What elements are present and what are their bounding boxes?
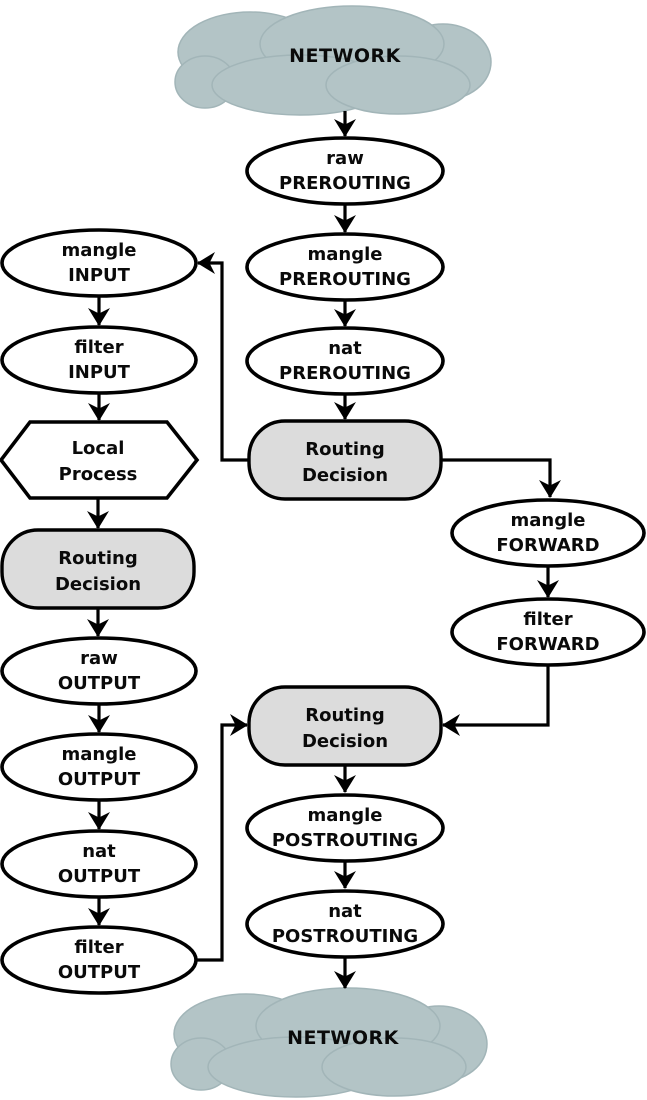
raw-output-line2: OUTPUT	[58, 673, 141, 694]
nat-postrouting-line2: POSTROUTING	[272, 926, 418, 947]
routing-decision-2-line1: Routing	[58, 548, 138, 569]
edge-routing-decision-1-to-mangle-forward	[441, 458, 561, 498]
routing-decision-2-line2: Decision	[55, 574, 141, 595]
node-mangle-input: mangle INPUT	[0, 228, 198, 298]
mangle-input-line2: INPUT	[68, 265, 131, 286]
node-routing-decision-2: Routing Decision	[0, 528, 196, 610]
raw-output-shape	[0, 636, 198, 706]
mangle-postrouting-line1: mangle	[308, 805, 383, 826]
routing-decision-1-line1: Routing	[305, 439, 385, 460]
routing-decision-1-line2: Decision	[302, 465, 388, 486]
node-filter-input: filter INPUT	[0, 325, 198, 395]
filter-input-line1: filter	[74, 337, 123, 358]
filter-output-line1: filter	[74, 937, 123, 958]
routing-decision-3-shape	[247, 685, 443, 767]
cloud-top: NETWORK	[174, 5, 492, 116]
mangle-prerouting-shape	[245, 232, 445, 302]
local-process-line1: Local	[72, 438, 125, 459]
node-mangle-postrouting: mangle POSTROUTING	[245, 793, 445, 863]
mangle-output-line1: mangle	[62, 744, 137, 765]
node-filter-forward: filter FORWARD	[450, 597, 646, 667]
routing-decision-1-shape	[247, 419, 443, 501]
nat-output-line2: OUTPUT	[58, 866, 141, 887]
filter-output-shape	[0, 925, 198, 995]
mangle-prerouting-line2: PREROUTING	[279, 269, 411, 290]
routing-decision-3-line2: Decision	[302, 731, 388, 752]
routing-decision-2-shape	[0, 528, 196, 610]
node-mangle-forward: mangle FORWARD	[450, 498, 646, 568]
edge-filter-forward-to-routing-decision-3	[442, 666, 550, 736]
node-local-process: Local Process	[0, 420, 200, 500]
raw-output-line1: raw	[80, 648, 118, 669]
nat-prerouting-line1: nat	[328, 338, 362, 359]
node-mangle-output: mangle OUTPUT	[0, 732, 198, 802]
node-filter-output: filter OUTPUT	[0, 925, 198, 995]
filter-input-shape	[0, 325, 198, 395]
raw-prerouting-shape	[245, 136, 445, 206]
mangle-input-shape	[0, 228, 198, 298]
local-process-shape	[0, 420, 200, 500]
node-routing-decision-1: Routing Decision	[247, 419, 443, 501]
raw-prerouting-line1: raw	[326, 148, 364, 169]
cloud-lobe	[321, 1037, 467, 1097]
nat-postrouting-line1: nat	[328, 901, 362, 922]
node-routing-decision-3: Routing Decision	[247, 685, 443, 767]
nat-prerouting-shape	[245, 326, 445, 396]
node-raw-prerouting: raw PREROUTING	[245, 136, 445, 206]
edge-routing-decision-1-to-mangle-input	[197, 252, 249, 462]
filter-forward-shape	[450, 597, 646, 667]
edge-filter-output-to-routing-decision-3	[196, 714, 248, 962]
nat-output-shape	[0, 829, 198, 899]
cloud-lobe	[325, 55, 471, 115]
cloud-bottom: NETWORK	[170, 987, 488, 1098]
node-mangle-prerouting: mangle PREROUTING	[245, 232, 445, 302]
routing-decision-3-line1: Routing	[305, 705, 385, 726]
cloud-bottom-label: NETWORK	[287, 1027, 400, 1049]
local-process-line2: Process	[59, 464, 138, 485]
node-nat-prerouting: nat PREROUTING	[245, 326, 445, 396]
mangle-output-line2: OUTPUT	[58, 769, 141, 790]
mangle-forward-shape	[450, 498, 646, 568]
filter-output-line2: OUTPUT	[58, 962, 141, 983]
node-nat-output: nat OUTPUT	[0, 829, 198, 899]
nat-output-line1: nat	[82, 841, 116, 862]
nat-postrouting-shape	[245, 889, 445, 959]
node-raw-output: raw OUTPUT	[0, 636, 198, 706]
nat-prerouting-line2: PREROUTING	[279, 363, 411, 384]
node-nat-postrouting: nat POSTROUTING	[245, 889, 445, 959]
mangle-output-shape	[0, 732, 198, 802]
filter-forward-line1: filter	[523, 609, 572, 630]
filter-forward-line2: FORWARD	[496, 634, 599, 655]
mangle-input-line1: mangle	[62, 240, 137, 261]
mangle-forward-line2: FORWARD	[496, 535, 599, 556]
cloud-top-label: NETWORK	[289, 45, 402, 67]
mangle-postrouting-shape	[245, 793, 445, 863]
mangle-postrouting-line2: POSTROUTING	[272, 830, 418, 851]
mangle-forward-line1: mangle	[511, 510, 586, 531]
raw-prerouting-line2: PREROUTING	[279, 173, 411, 194]
filter-input-line2: INPUT	[68, 362, 131, 383]
mangle-prerouting-line1: mangle	[308, 244, 383, 265]
